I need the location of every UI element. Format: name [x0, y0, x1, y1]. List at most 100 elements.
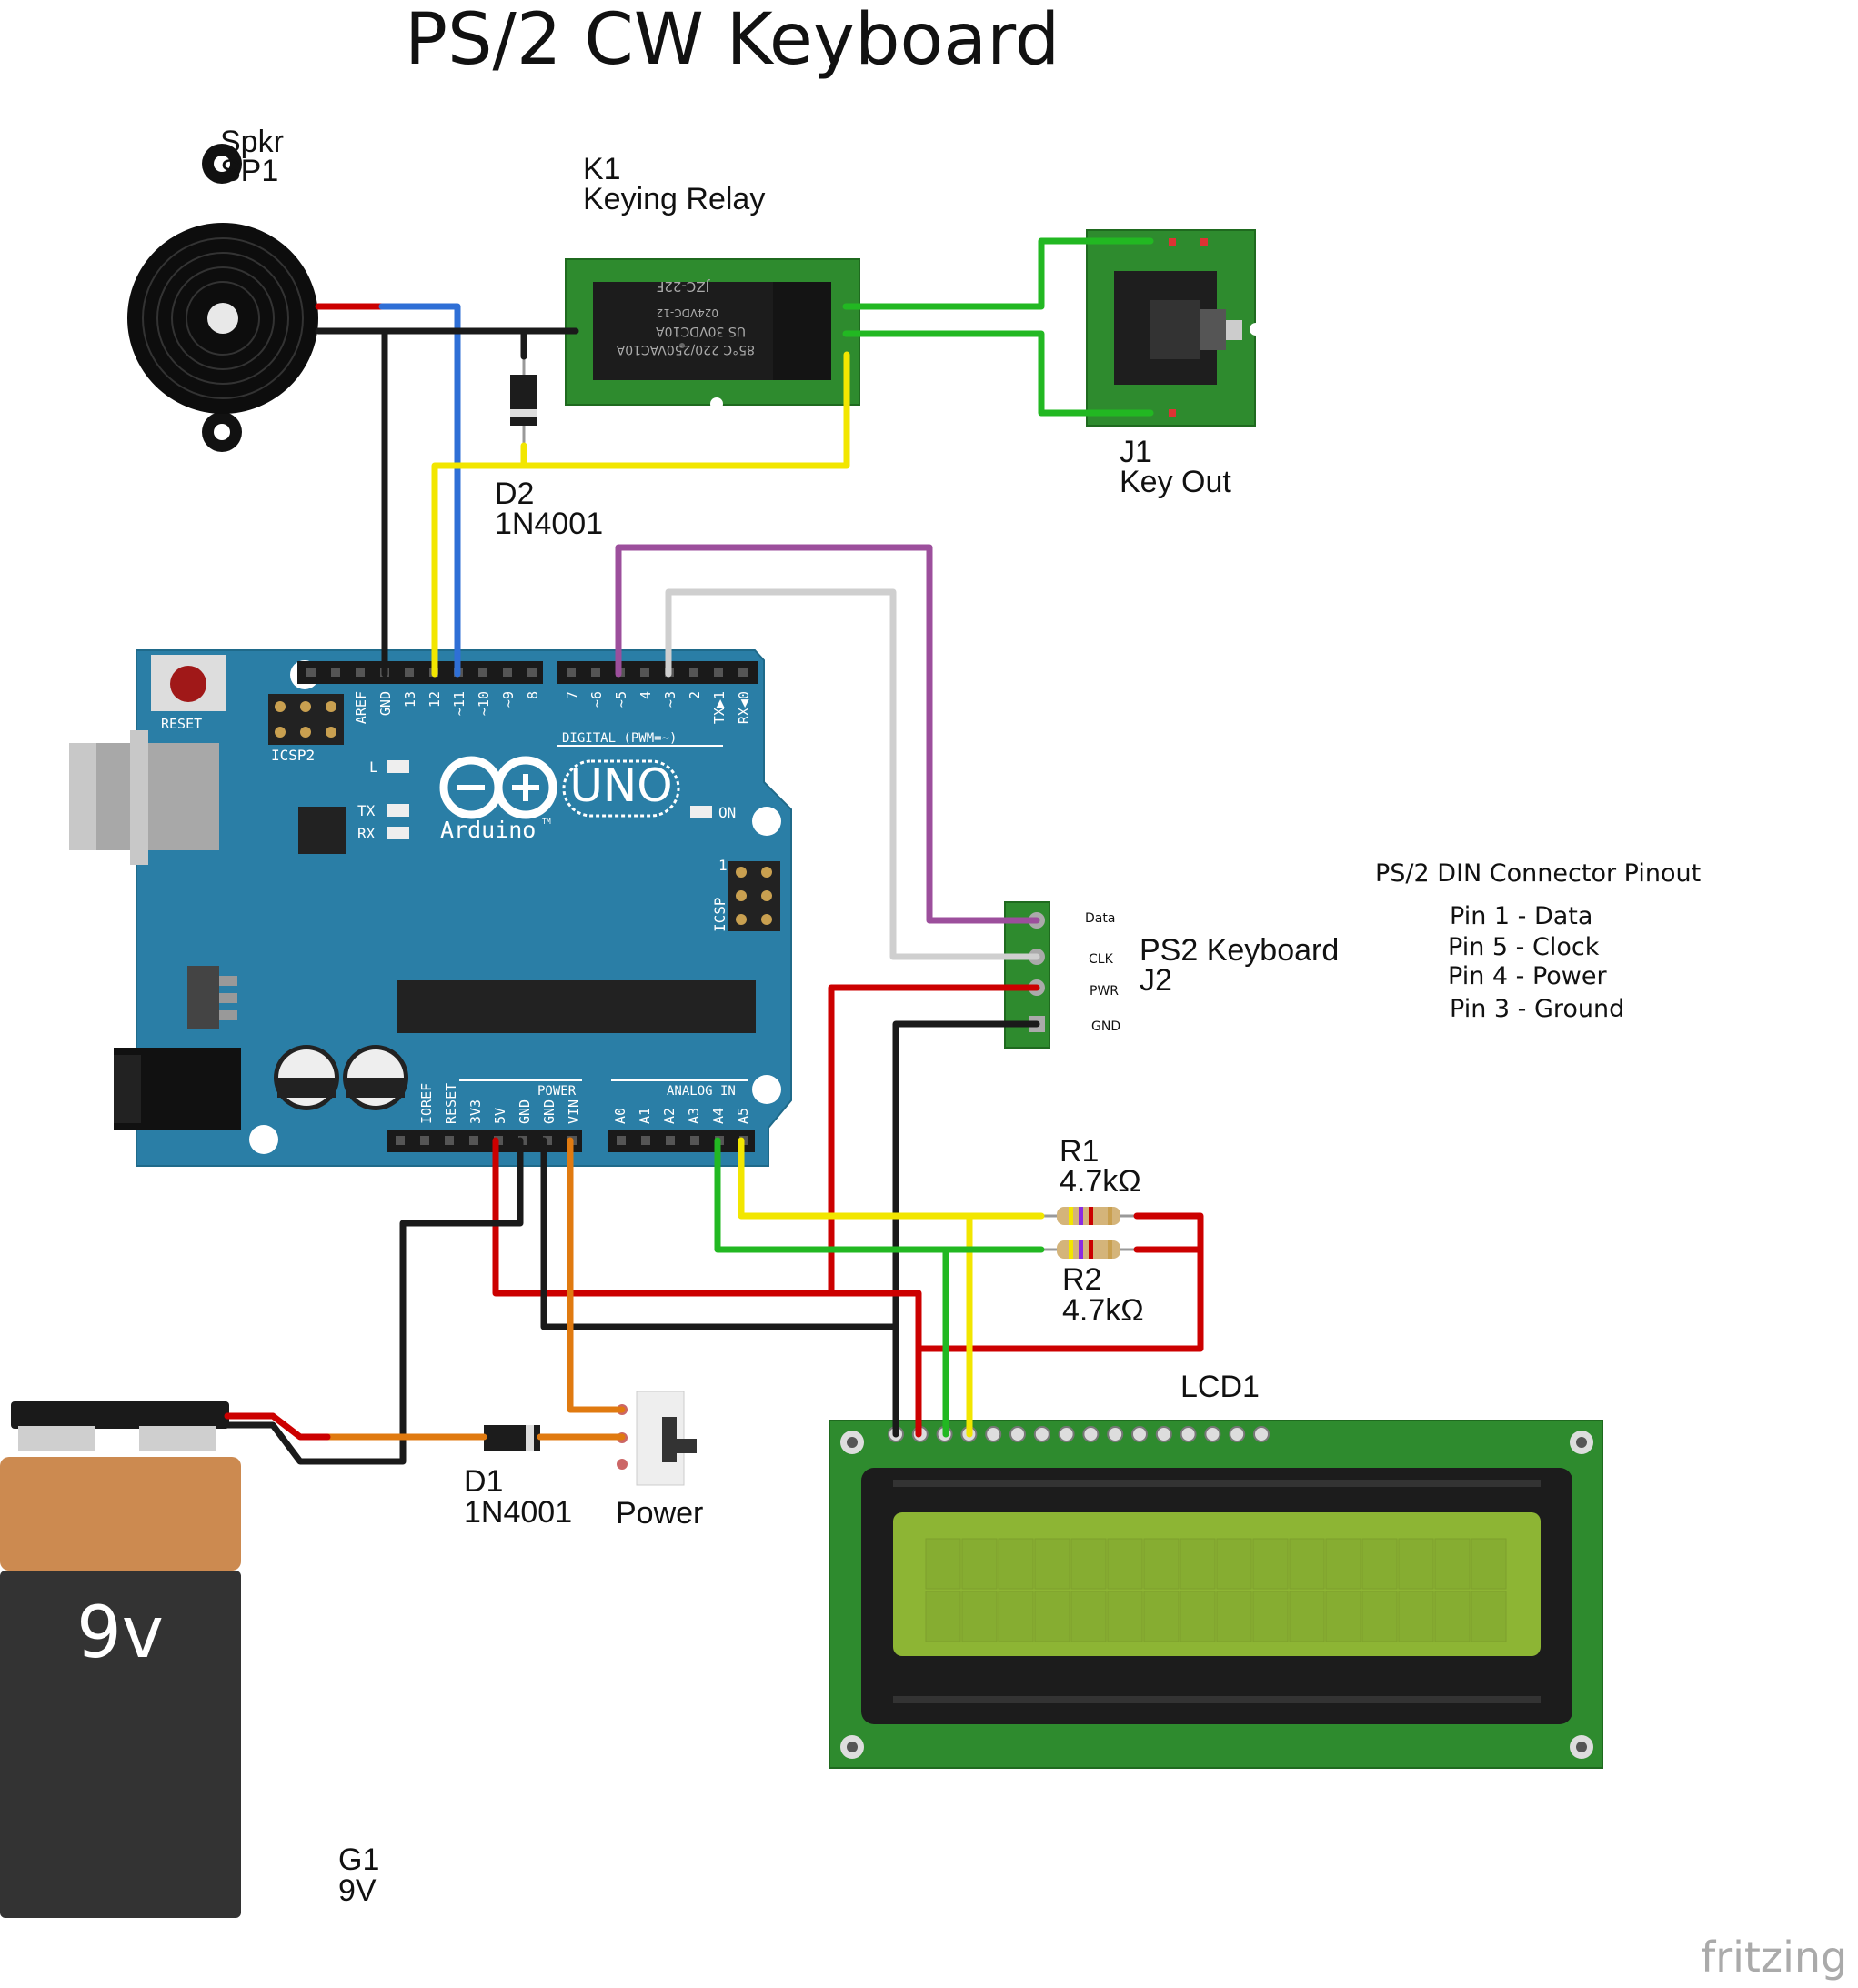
lcd-pin — [1180, 1426, 1197, 1442]
diagram-title: PS/2 CW Keyboard — [405, 0, 1060, 81]
lcd-cell — [925, 1538, 961, 1590]
analog-label: ANALOG IN — [667, 1084, 736, 1099]
lcd-module — [829, 1420, 1603, 1769]
bottom-pin-label: GND — [541, 1099, 557, 1124]
r2-value: 4.7kΩ — [1062, 1293, 1144, 1328]
ps2-pin-clk: CLK — [1089, 952, 1114, 967]
lcd-pin-header — [888, 1426, 1270, 1442]
jack-name: Key Out — [1120, 465, 1231, 499]
lcd-cell — [1252, 1591, 1289, 1642]
battery-label: 9v — [76, 1592, 164, 1674]
lcd-cell — [1070, 1591, 1107, 1642]
digital-label: DIGITAL (PWM=~) — [562, 731, 677, 746]
r1-ref: R1 — [1060, 1134, 1099, 1169]
top-pin-label: RX◀0 — [736, 691, 752, 724]
d2-ref: D2 — [495, 477, 534, 511]
jack-ref: J1 — [1120, 435, 1152, 469]
lcd-cell — [1325, 1591, 1361, 1642]
lcd-cell — [1471, 1591, 1507, 1642]
lcd-cell — [1216, 1591, 1252, 1642]
pinout-heading: PS/2 DIN Connector Pinout — [1375, 859, 1701, 888]
lcd-cell — [1289, 1591, 1325, 1642]
lcd-cell — [1325, 1538, 1361, 1590]
lcd-cell — [1034, 1538, 1070, 1590]
lcd-pin — [1253, 1426, 1270, 1442]
lcd-cell — [1252, 1538, 1289, 1590]
lcd-cell — [1143, 1538, 1180, 1590]
speaker — [127, 144, 318, 452]
led-on-label: ON — [718, 804, 736, 821]
bottom-pin-label: A2 — [661, 1108, 678, 1124]
ps2-pin-data: Data — [1085, 911, 1115, 926]
top-pin-label: ~10 — [476, 691, 492, 716]
relay-marking-1: 85°C 220/250VAC10A — [616, 342, 755, 356]
ps2-pin-pwr: PWR — [1090, 984, 1119, 999]
top-pin-label: 8 — [525, 691, 541, 699]
lcd-pin — [1204, 1426, 1221, 1442]
lcd-cell — [1180, 1591, 1216, 1642]
lcd-cell — [1180, 1538, 1216, 1590]
pinout-line-2: Pin 5 - Clock — [1448, 933, 1600, 961]
led-l-label: L — [369, 758, 378, 776]
lcd-pin — [1033, 1426, 1050, 1442]
bottom-pin-label: 3V3 — [467, 1099, 484, 1124]
arduino-brand: Arduino — [440, 817, 536, 843]
top-pin-label: TX▶1 — [711, 691, 728, 724]
pinout-line-3: Pin 4 - Power — [1448, 962, 1608, 990]
wires — [224, 237, 1204, 1465]
d2-value: 1N4001 — [495, 507, 603, 541]
relay-marking-4: JZC-22F — [657, 278, 710, 295]
lcd-cell — [1361, 1591, 1398, 1642]
top-pin-label: 13 — [402, 691, 418, 708]
lcd-cell — [1107, 1538, 1143, 1590]
top-pin-label: ~3 — [662, 691, 678, 708]
lcd-cell — [998, 1591, 1034, 1642]
lcd-cell — [1471, 1538, 1507, 1590]
lcd-cell — [1034, 1591, 1070, 1642]
lcd-character-grid — [925, 1538, 1507, 1642]
led-tx-label: TX — [357, 802, 376, 819]
top-pin-label: ~11 — [451, 691, 467, 716]
bottom-pin-label: A0 — [612, 1108, 628, 1124]
lcd-pin — [1009, 1426, 1026, 1442]
key-out-jack — [1086, 229, 1262, 427]
bottom-pin-label: RESET — [443, 1083, 459, 1124]
power-label: POWER — [537, 1084, 577, 1099]
top-pin-label: ~6 — [588, 691, 605, 708]
lcd-pin — [1155, 1426, 1172, 1442]
relay-marking-3: 024VDC-12 — [657, 306, 718, 319]
battery-value: 9V — [338, 1873, 377, 1908]
icsp-label: ICSP — [711, 897, 728, 932]
bottom-pin-label: IOREF — [418, 1083, 435, 1124]
power-switch — [617, 1391, 697, 1486]
top-pin-label: ~9 — [500, 691, 517, 708]
lcd-pin — [1107, 1426, 1124, 1442]
speaker-name: Spkr — [220, 125, 284, 159]
icsp2-label: ICSP2 — [271, 747, 315, 764]
ps2-name: PS2 Keyboard — [1140, 933, 1339, 968]
lcd-cell — [961, 1591, 998, 1642]
switch-name: Power — [616, 1496, 703, 1531]
battery-9v — [0, 1401, 241, 1918]
icsp-pin1: 1 — [718, 857, 728, 874]
arduino-tm: TM — [542, 818, 551, 826]
bottom-pin-label: A3 — [686, 1108, 702, 1124]
relay-name: Keying Relay — [583, 182, 765, 216]
lcd-pin — [985, 1426, 1002, 1442]
lcd-cell — [925, 1591, 961, 1642]
top-pin-label: GND — [377, 691, 394, 716]
relay-marking-2: US 30VDC10A — [656, 324, 746, 338]
fritzing-logo: fritzing — [1701, 1933, 1847, 1982]
lcd-cell — [1361, 1538, 1398, 1590]
top-pin-label: 2 — [687, 691, 703, 699]
battery-ref: G1 — [338, 1842, 379, 1877]
lcd-cell — [1289, 1538, 1325, 1590]
lcd-pin — [1131, 1426, 1148, 1442]
bottom-pin-label: VIN — [566, 1099, 582, 1124]
bottom-pin-label: A5 — [735, 1108, 751, 1124]
lcd-cell — [998, 1538, 1034, 1590]
